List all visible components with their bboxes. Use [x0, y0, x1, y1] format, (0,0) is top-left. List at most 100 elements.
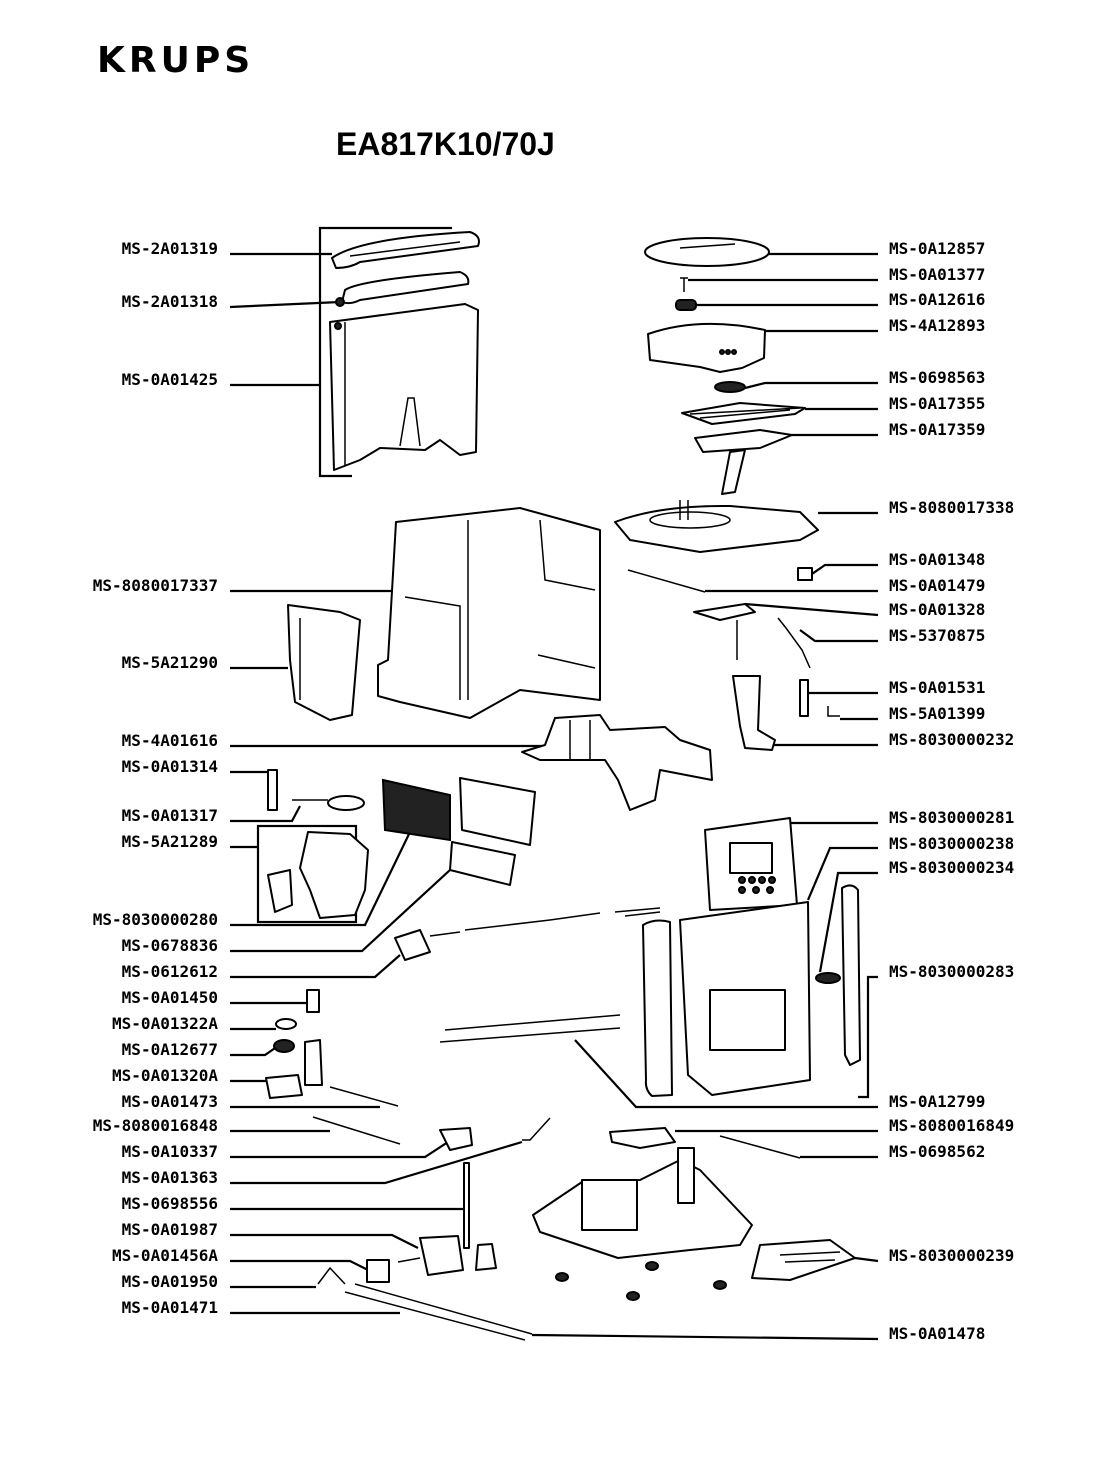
part-label: MS-0A01471 — [121, 1298, 218, 1317]
feet-parts — [555, 1261, 727, 1301]
part-label: MS-0A01328 — [889, 600, 986, 619]
coffee-dispenser-part — [732, 675, 776, 751]
power-cord-part — [394, 907, 661, 961]
left-side-panel-part — [642, 919, 673, 1097]
part-label: MS-4A01616 — [121, 731, 218, 750]
leader-line — [230, 1259, 369, 1271]
part-label: MS-0A01473 — [121, 1092, 218, 1111]
tube-vertical-part — [463, 1162, 470, 1249]
base-unit-part — [532, 1147, 753, 1259]
part-label: MS-0A01317 — [121, 806, 218, 825]
coffee-chute-part — [287, 604, 361, 721]
part-label: MS-0A01456A — [112, 1246, 218, 1265]
part-label: MS-8080016848 — [92, 1116, 218, 1135]
grind-knob-part — [675, 299, 697, 311]
part-label: MS-0678836 — [121, 936, 218, 955]
part-label: MS-0A01322A — [112, 1014, 218, 1033]
tank-lid-part — [331, 231, 480, 269]
right-side-panel-part — [841, 884, 861, 1066]
leader-line — [230, 954, 401, 979]
main-frame-part — [377, 507, 601, 719]
valve-part — [265, 1039, 323, 1099]
part-label: MS-5370875 — [889, 626, 986, 645]
drip-grid-part — [681, 402, 806, 425]
part-label: MS-0698562 — [889, 1142, 986, 1161]
leader-line — [230, 831, 411, 927]
power-board-part — [381, 778, 451, 842]
heater-part — [267, 831, 369, 919]
part-label: MS-0A12857 — [889, 239, 986, 258]
part-label: MS-8030000283 — [889, 962, 1015, 981]
water-tank-group-bracket — [318, 226, 452, 478]
leader-line — [854, 1256, 879, 1263]
screw-part — [680, 277, 688, 292]
part-label: MS-2A01318 — [121, 292, 218, 311]
bean-hopper-part — [647, 322, 766, 373]
part-label: MS-2A01319 — [121, 239, 218, 258]
part-label: MS-0A01425 — [121, 370, 218, 389]
part-label: MS-8080016849 — [889, 1116, 1015, 1135]
part-label: MS-0A01479 — [889, 576, 986, 595]
top-cover-part — [614, 500, 819, 553]
leader-line — [230, 1233, 419, 1249]
steam-valve-part — [609, 1127, 676, 1149]
pump-mount-part — [475, 1243, 497, 1271]
part-label: MS-0A01450 — [121, 988, 218, 1007]
pump-part — [397, 1235, 464, 1276]
leader-line — [806, 846, 878, 901]
ring-part — [292, 795, 365, 811]
tube-8080016848-part — [312, 1116, 401, 1145]
leader-line — [858, 975, 878, 1099]
grid-spout-part — [694, 429, 793, 495]
part-label: MS-0698556 — [121, 1194, 218, 1213]
leader-line — [230, 1045, 279, 1057]
part-label: MS-0698563 — [889, 368, 986, 387]
part-label: MS-0A01987 — [121, 1220, 218, 1239]
leader-line — [230, 1140, 523, 1185]
selector-knob-part — [815, 972, 841, 984]
part-label: MS-5A21289 — [121, 832, 218, 851]
thermostat-part — [267, 769, 278, 811]
leader-line — [818, 871, 878, 973]
pin-part — [799, 679, 809, 717]
part-label: MS-0A01478 — [889, 1324, 986, 1343]
o-ring-part — [275, 1018, 297, 1030]
hose-0A12799-part — [439, 1014, 621, 1043]
leader-line — [811, 563, 878, 575]
control-panel-part — [704, 817, 798, 911]
small-switch-part — [306, 989, 320, 1013]
part-label: MS-0A01363 — [121, 1168, 218, 1187]
part-label: MS-0A12616 — [889, 290, 986, 309]
pressure-valve-part — [366, 1259, 390, 1283]
part-label: MS-0612612 — [121, 962, 218, 981]
valve-seat-part — [273, 1039, 295, 1053]
part-label: MS-0A01531 — [889, 678, 986, 697]
leader-line — [744, 381, 878, 390]
leader-line — [230, 869, 451, 953]
part-label: MS-0A01377 — [889, 265, 986, 284]
hopper-seal-part — [714, 381, 746, 393]
leader-line — [230, 805, 301, 823]
brew-unit-support-part — [521, 714, 713, 811]
part-label: MS-0A01314 — [121, 757, 218, 776]
leader-line — [799, 629, 878, 643]
part-label: MS-5A21290 — [121, 653, 218, 672]
front-frame-part — [679, 901, 811, 1096]
model-number: EA817K10/70J — [336, 126, 555, 162]
part-label: MS-8080017338 — [889, 498, 1015, 517]
water-tank-part — [329, 303, 479, 471]
part-label: MS-0A17359 — [889, 420, 986, 439]
leader-lines — [229, 252, 879, 1341]
connector-0A01363-part — [522, 1117, 551, 1141]
rod-part — [627, 569, 706, 593]
part-label: MS-8030000280 — [92, 910, 218, 929]
part-label: MS-0A10337 — [121, 1142, 218, 1161]
part-label: MS-0A12677 — [121, 1040, 218, 1059]
leader-line — [229, 300, 341, 309]
part-label: MS-5A01399 — [889, 704, 986, 723]
part-label: MS-8030000234 — [889, 858, 1015, 877]
leader-line — [531, 1333, 879, 1341]
part-label: MS-4A12893 — [889, 316, 986, 335]
bean-hopper-lid-part — [644, 237, 770, 267]
